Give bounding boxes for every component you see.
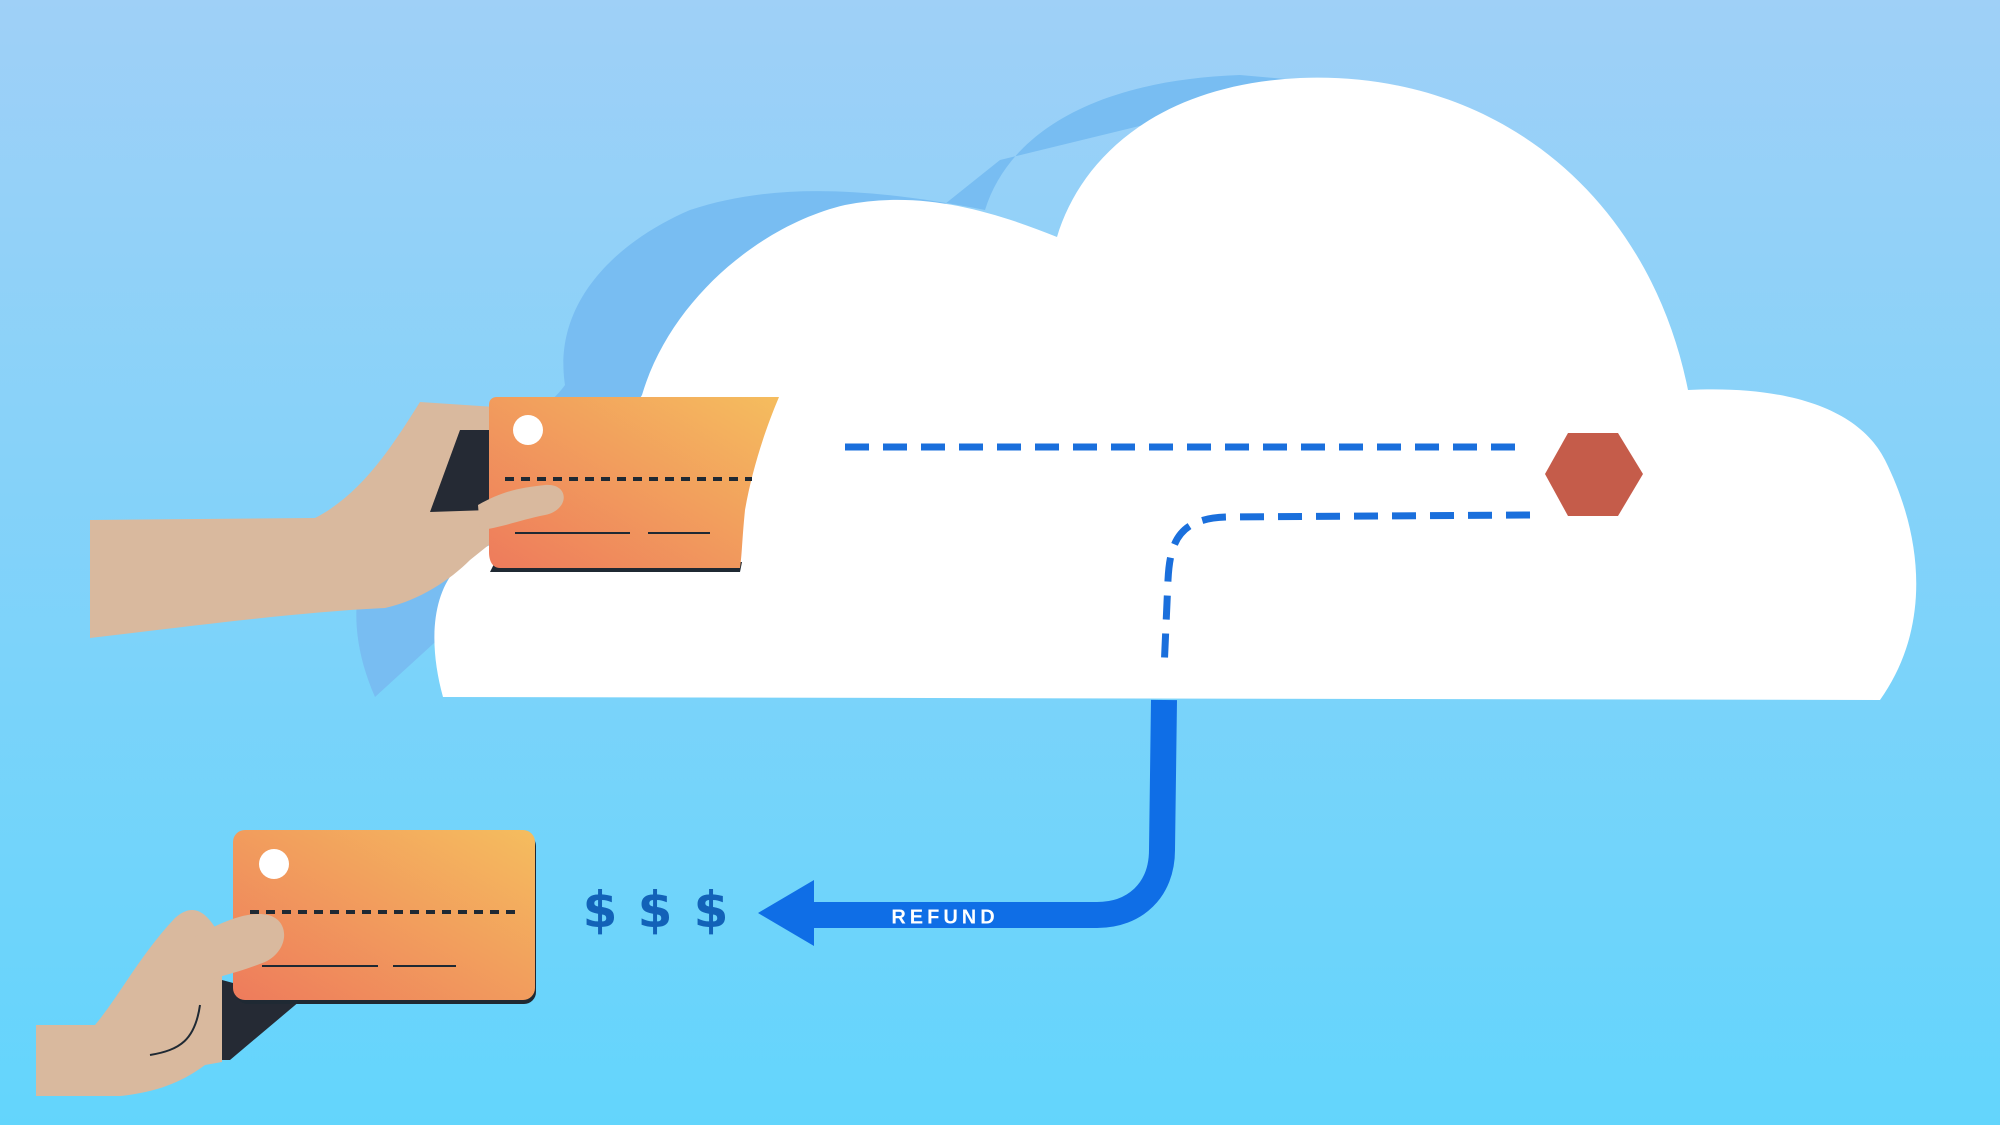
- thumb: [190, 914, 285, 985]
- dollar-sign: $: [694, 881, 729, 939]
- refund-arrow-path: [808, 699, 1177, 928]
- credit-card: [233, 830, 536, 1004]
- left-arrow-icon: [758, 880, 814, 946]
- bottom-hand-with-card: [36, 830, 536, 1096]
- finger-line: [149, 1004, 201, 1056]
- cloud-shadow: [356, 75, 1320, 697]
- dollar-sign: $: [638, 881, 673, 939]
- dollar-sign: $: [583, 881, 618, 939]
- top-hand-with-card: [90, 397, 779, 638]
- card-shadow: [430, 430, 490, 512]
- credit-card: [489, 397, 779, 572]
- dollar-signs: $ $ $: [583, 881, 729, 939]
- refund-dashed-path: [1160, 511, 1531, 671]
- cloud: [434, 77, 1917, 700]
- thumb: [478, 484, 564, 530]
- hand: [90, 402, 561, 638]
- refund-label: REFUND: [891, 906, 998, 928]
- hexagon-icon: [1545, 433, 1643, 516]
- hand: [36, 910, 222, 1096]
